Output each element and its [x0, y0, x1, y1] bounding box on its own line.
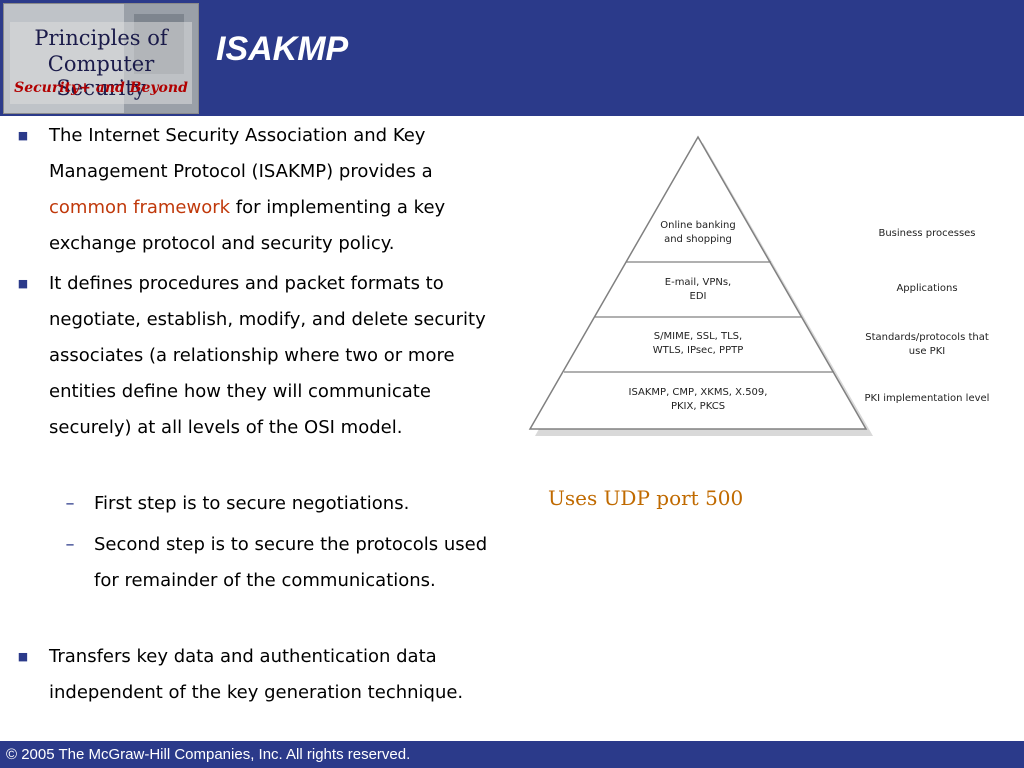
logo-line-3: Security+ and Beyond: [14, 80, 188, 96]
side-label-2-text: Applications: [896, 283, 958, 294]
bullet-3-text: Transfers key data and authentication da…: [49, 646, 464, 703]
logo-background-icon: [4, 4, 198, 113]
bullet-1-highlight: common framework: [49, 197, 231, 218]
side-label-3: Standards/protocols that use PKI: [858, 331, 996, 359]
pyramid-level-2: E-mail, VPNs, EDI: [628, 276, 768, 304]
bullet-1-post: for implementing a key exchange protocol…: [49, 197, 446, 254]
bullet-1: ■ The Internet Security Association and …: [18, 118, 509, 262]
sub-bullet-1-text: First step is to secure negotiations.: [94, 493, 410, 514]
copyright-text: © 2005 The McGraw-Hill Companies, Inc. A…: [6, 746, 411, 763]
dash-bullet-icon: –: [65, 534, 75, 555]
logo-line-1: Principles of: [34, 26, 168, 50]
bullet-1-pre: The Internet Security Association and Ke…: [49, 125, 433, 182]
book-logo: Principles of Computer Security Security…: [3, 3, 199, 114]
sub-bullet-2-text: Second step is to secure the protocols u…: [94, 534, 488, 591]
pyramid-level-2-text: E-mail, VPNs, EDI: [664, 277, 732, 302]
bullet-3: ■ Transfers key data and authentication …: [18, 639, 519, 711]
pyramid-outline: [528, 135, 868, 430]
side-label-1-text: Business processes: [878, 228, 976, 239]
footer-bar: © 2005 The McGraw-Hill Companies, Inc. A…: [0, 741, 1024, 768]
slide-title: ISAKMP: [216, 30, 349, 68]
square-bullet-icon: ■: [17, 129, 29, 142]
sub-bullet-1: – First step is to secure negotiations.: [66, 486, 514, 522]
dash-bullet-icon: –: [65, 493, 75, 514]
pyramid-level-1-text: Online banking and shopping: [660, 220, 736, 245]
sub-bullet-2: – Second step is to secure the protocols…: [66, 527, 504, 599]
side-label-4-text: PKI implementation level: [864, 393, 990, 404]
pyramid-level-4: ISAKMP, CMP, XKMS, X.509, PKIX, PKCS: [603, 386, 793, 414]
side-label-4: PKI implementation level: [858, 392, 996, 406]
header-bar: Principles of Computer Security Security…: [0, 0, 1024, 116]
bullet-2-text: It defines procedures and packet formats…: [49, 273, 486, 438]
bullet-2: ■ It defines procedures and packet forma…: [18, 266, 511, 446]
pyramid-level-3: S/MIME, SSL, TLS, WTLS, IPsec, PPTP: [618, 330, 778, 358]
pyramid-level-4-text: ISAKMP, CMP, XKMS, X.509, PKIX, PKCS: [628, 387, 768, 412]
pyramid-level-1: Online banking and shopping: [638, 219, 758, 247]
udp-port-note: Uses UDP port 500: [548, 486, 744, 510]
logo-line-2: Computer Security: [47, 52, 155, 100]
pyramid-level-3-text: S/MIME, SSL, TLS, WTLS, IPsec, PPTP: [652, 331, 744, 356]
square-bullet-icon: ■: [17, 277, 29, 290]
side-label-2: Applications: [862, 282, 992, 296]
side-label-3-text: Standards/protocols that use PKI: [865, 332, 989, 357]
square-bullet-icon: ■: [17, 650, 29, 663]
side-label-1: Business processes: [862, 227, 992, 241]
